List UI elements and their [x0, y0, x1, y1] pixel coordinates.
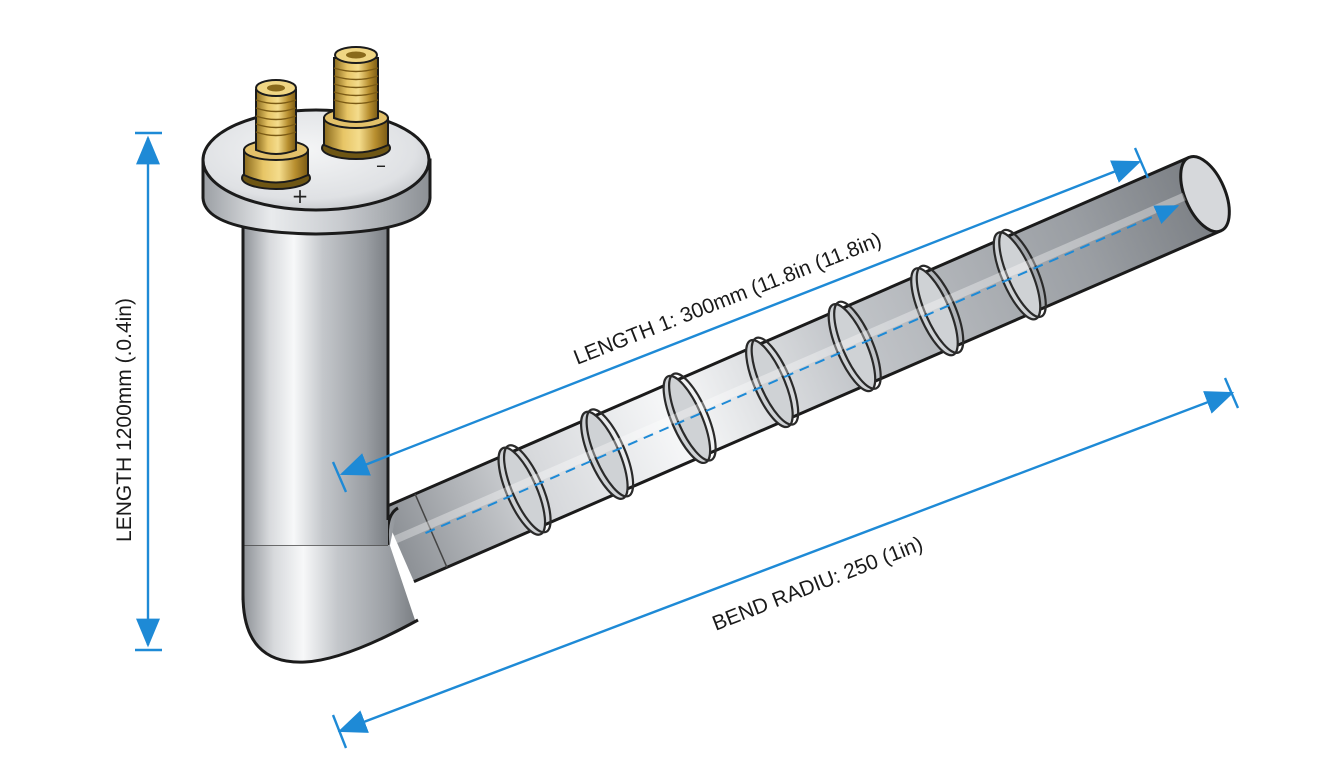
horizontal-tube: [381, 155, 1231, 584]
flange-top: [201, 108, 431, 212]
tube-end-cap: [1179, 155, 1231, 234]
vertical-tube: [241, 215, 390, 600]
lower-dimension: [331, 377, 1240, 749]
vertical-dimension: [135, 131, 162, 652]
vertical-length-label: LENGTH 1200mm (.0.4in): [113, 298, 136, 542]
vertical-tube-body: [243, 215, 388, 545]
positive-terminal: [241, 79, 311, 190]
flange-head: + –: [201, 46, 432, 236]
negative-terminal: [321, 46, 391, 160]
positive-label: +: [292, 184, 309, 208]
bend-radius-label: BEND RADIU: 250 (1in): [709, 532, 926, 635]
lower-dimension-line: [337, 391, 1235, 733]
negative-label: –: [376, 153, 386, 177]
